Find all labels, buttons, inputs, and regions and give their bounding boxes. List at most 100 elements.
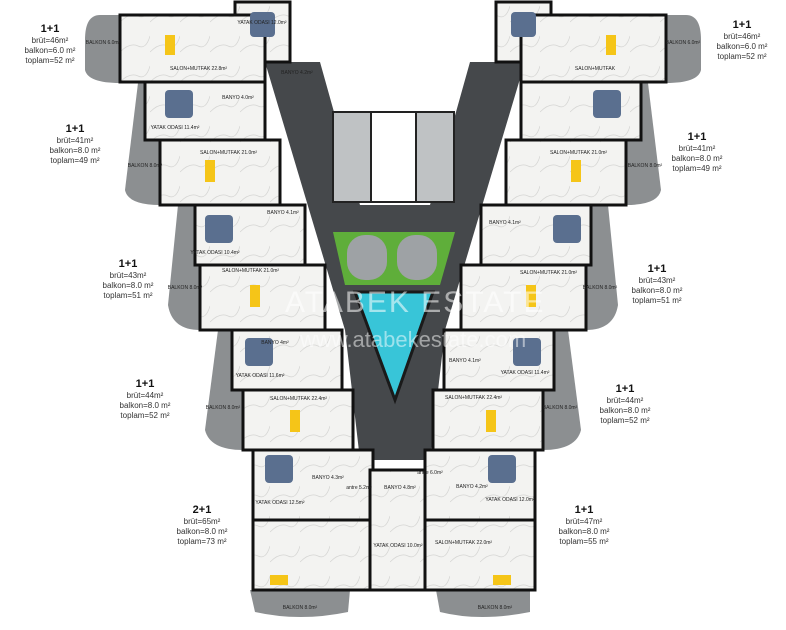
room-label: antre 6.0m²: [417, 470, 443, 476]
unit-balcony: balkon=6.0 m²: [716, 42, 768, 51]
room-label: BANYO 4.3m²: [312, 475, 344, 481]
room-label: BALKON 8.0m²: [205, 405, 241, 411]
unit-gross: brüt=65m²: [183, 517, 221, 526]
room-label: YATAK ODASI 12.5m²: [255, 500, 305, 506]
room-label: SALON+MUTFAK 22.8m²: [170, 66, 228, 72]
unit-gross: brüt=46m²: [31, 36, 69, 45]
unit-gross: brüt=43m²: [109, 271, 147, 280]
unit-balcony: balkon=6.0 m²: [24, 46, 76, 55]
unit-total: toplam=73 m²: [177, 537, 227, 546]
room-label: YATAK ODASI 11.4m²: [150, 125, 200, 131]
room-label: BALKON 8.0m²: [582, 285, 618, 291]
room-label: SALON+MUTFAK 22.4m²: [270, 396, 328, 402]
room-label: BANYO 4.1m²: [267, 210, 299, 216]
unit-balcony: balkon=8.0 m²: [631, 286, 683, 295]
unit-total: toplam=49 m²: [672, 164, 722, 173]
unit-total: toplam=49 m²: [50, 156, 100, 165]
unit-gross: brüt=44m²: [126, 391, 164, 400]
room-label: BANYO 4.2m²: [281, 70, 313, 76]
unit-type: 1+1: [574, 504, 594, 516]
unit-balcony: balkon=8.0 m²: [49, 146, 101, 155]
beds: [165, 12, 621, 483]
room-label: SALON+MUTFAK 21.0m²: [200, 150, 258, 156]
unit-type: 1+1: [732, 19, 752, 31]
room-label: BALKON 6.0m²: [665, 40, 701, 46]
room-label: antre 5.2m²: [346, 485, 372, 491]
room-label: SALON+MUTFAK 21.0m²: [222, 268, 280, 274]
room-label: SALON+MUTFAK: [574, 66, 616, 72]
unit-balcony: balkon=8.0 m²: [671, 154, 723, 163]
unit-type: 1+1: [40, 23, 60, 35]
room-label: SALON+MUTFAK 21.0m²: [550, 150, 608, 156]
room-label: BANYO 4.2m²: [456, 484, 488, 490]
unit-total: toplam=55 m²: [559, 537, 609, 546]
unit-type: 1+1: [118, 258, 138, 270]
unit-gross: brüt=44m²: [606, 396, 644, 405]
planter-right: [397, 235, 437, 280]
pool: [352, 290, 436, 405]
unit-balcony: balkon=8.0 m²: [599, 406, 651, 415]
unit-total: toplam=51 m²: [632, 296, 682, 305]
room-label: BALKON 8.0m²: [542, 405, 578, 411]
unit-gross: brüt=41m²: [678, 144, 716, 153]
room-label: BANYO 4.1m²: [489, 220, 521, 226]
room-label: YATAK ODASI 10.4m²: [190, 250, 240, 256]
unit-balcony: balkon=8.0 m²: [119, 401, 171, 410]
room-label: YATAK ODASI 12.0m²: [237, 20, 287, 26]
room-label: SALON+MUTFAK 22.4m²: [445, 395, 503, 401]
watermark-brand: ATABEK ESTATE: [285, 286, 546, 319]
room-label: YATAK ODASI 11.4m²: [500, 370, 550, 376]
room-label: BANYO 4.0m²: [222, 95, 254, 101]
unit-balcony: balkon=8.0 m²: [176, 527, 228, 536]
room-label: BALKON 8.0m²: [282, 605, 318, 611]
unit-type: 2+1: [192, 504, 212, 516]
unit-type: 1+1: [647, 263, 667, 275]
room-label: YATAK ODASI 12.0m²: [485, 497, 535, 503]
room-label: YATAK ODASI 11.6m²: [235, 373, 285, 379]
room-label: BALKON 8.0m²: [167, 285, 203, 291]
unit-total: toplam=52 m²: [600, 416, 650, 425]
room-label: SALON+MUTFAK 21.0m²: [520, 270, 578, 276]
room-label: SALON+MUTFAK 22.0m²: [435, 540, 493, 546]
balconies-right: [436, 15, 701, 617]
unit-total: toplam=52 m²: [25, 56, 75, 65]
unit-gross: brüt=41m²: [56, 136, 94, 145]
furniture: [165, 35, 616, 585]
elevator-shaft: [370, 111, 417, 203]
room-label: BALKON 6.0m²: [85, 40, 121, 46]
unit-total: toplam=52 m²: [717, 52, 767, 61]
room-label: BALKON 8.0m²: [627, 163, 663, 169]
unit-total: toplam=51 m²: [103, 291, 153, 300]
unit-type: 1+1: [687, 131, 707, 143]
room-label: BANYO 4.1m²: [449, 358, 481, 364]
stairs-right: [415, 111, 455, 203]
room-label: BALKON 8.0m²: [477, 605, 513, 611]
unit-balcony: balkon=8.0 m²: [102, 281, 154, 290]
unit-gross: brüt=46m²: [723, 32, 761, 41]
unit-total: toplam=52 m²: [120, 411, 170, 420]
unit-type: 1+1: [65, 123, 85, 135]
unit-type: 1+1: [615, 383, 635, 395]
room-label: BALKON 8.0m²: [127, 163, 163, 169]
unit-balcony: balkon=8.0 m²: [558, 527, 610, 536]
planter-left: [347, 235, 387, 280]
unit-type: 1+1: [135, 378, 155, 390]
stairs-left: [332, 111, 372, 203]
unit-gross: brüt=43m²: [638, 276, 676, 285]
room-label: BANYO 4m²: [261, 340, 289, 346]
room-label: BANYO 4.8m²: [384, 485, 416, 491]
watermark-url: www.atabekestate.com: [300, 327, 527, 352]
unit-gross: brüt=47m²: [565, 517, 603, 526]
